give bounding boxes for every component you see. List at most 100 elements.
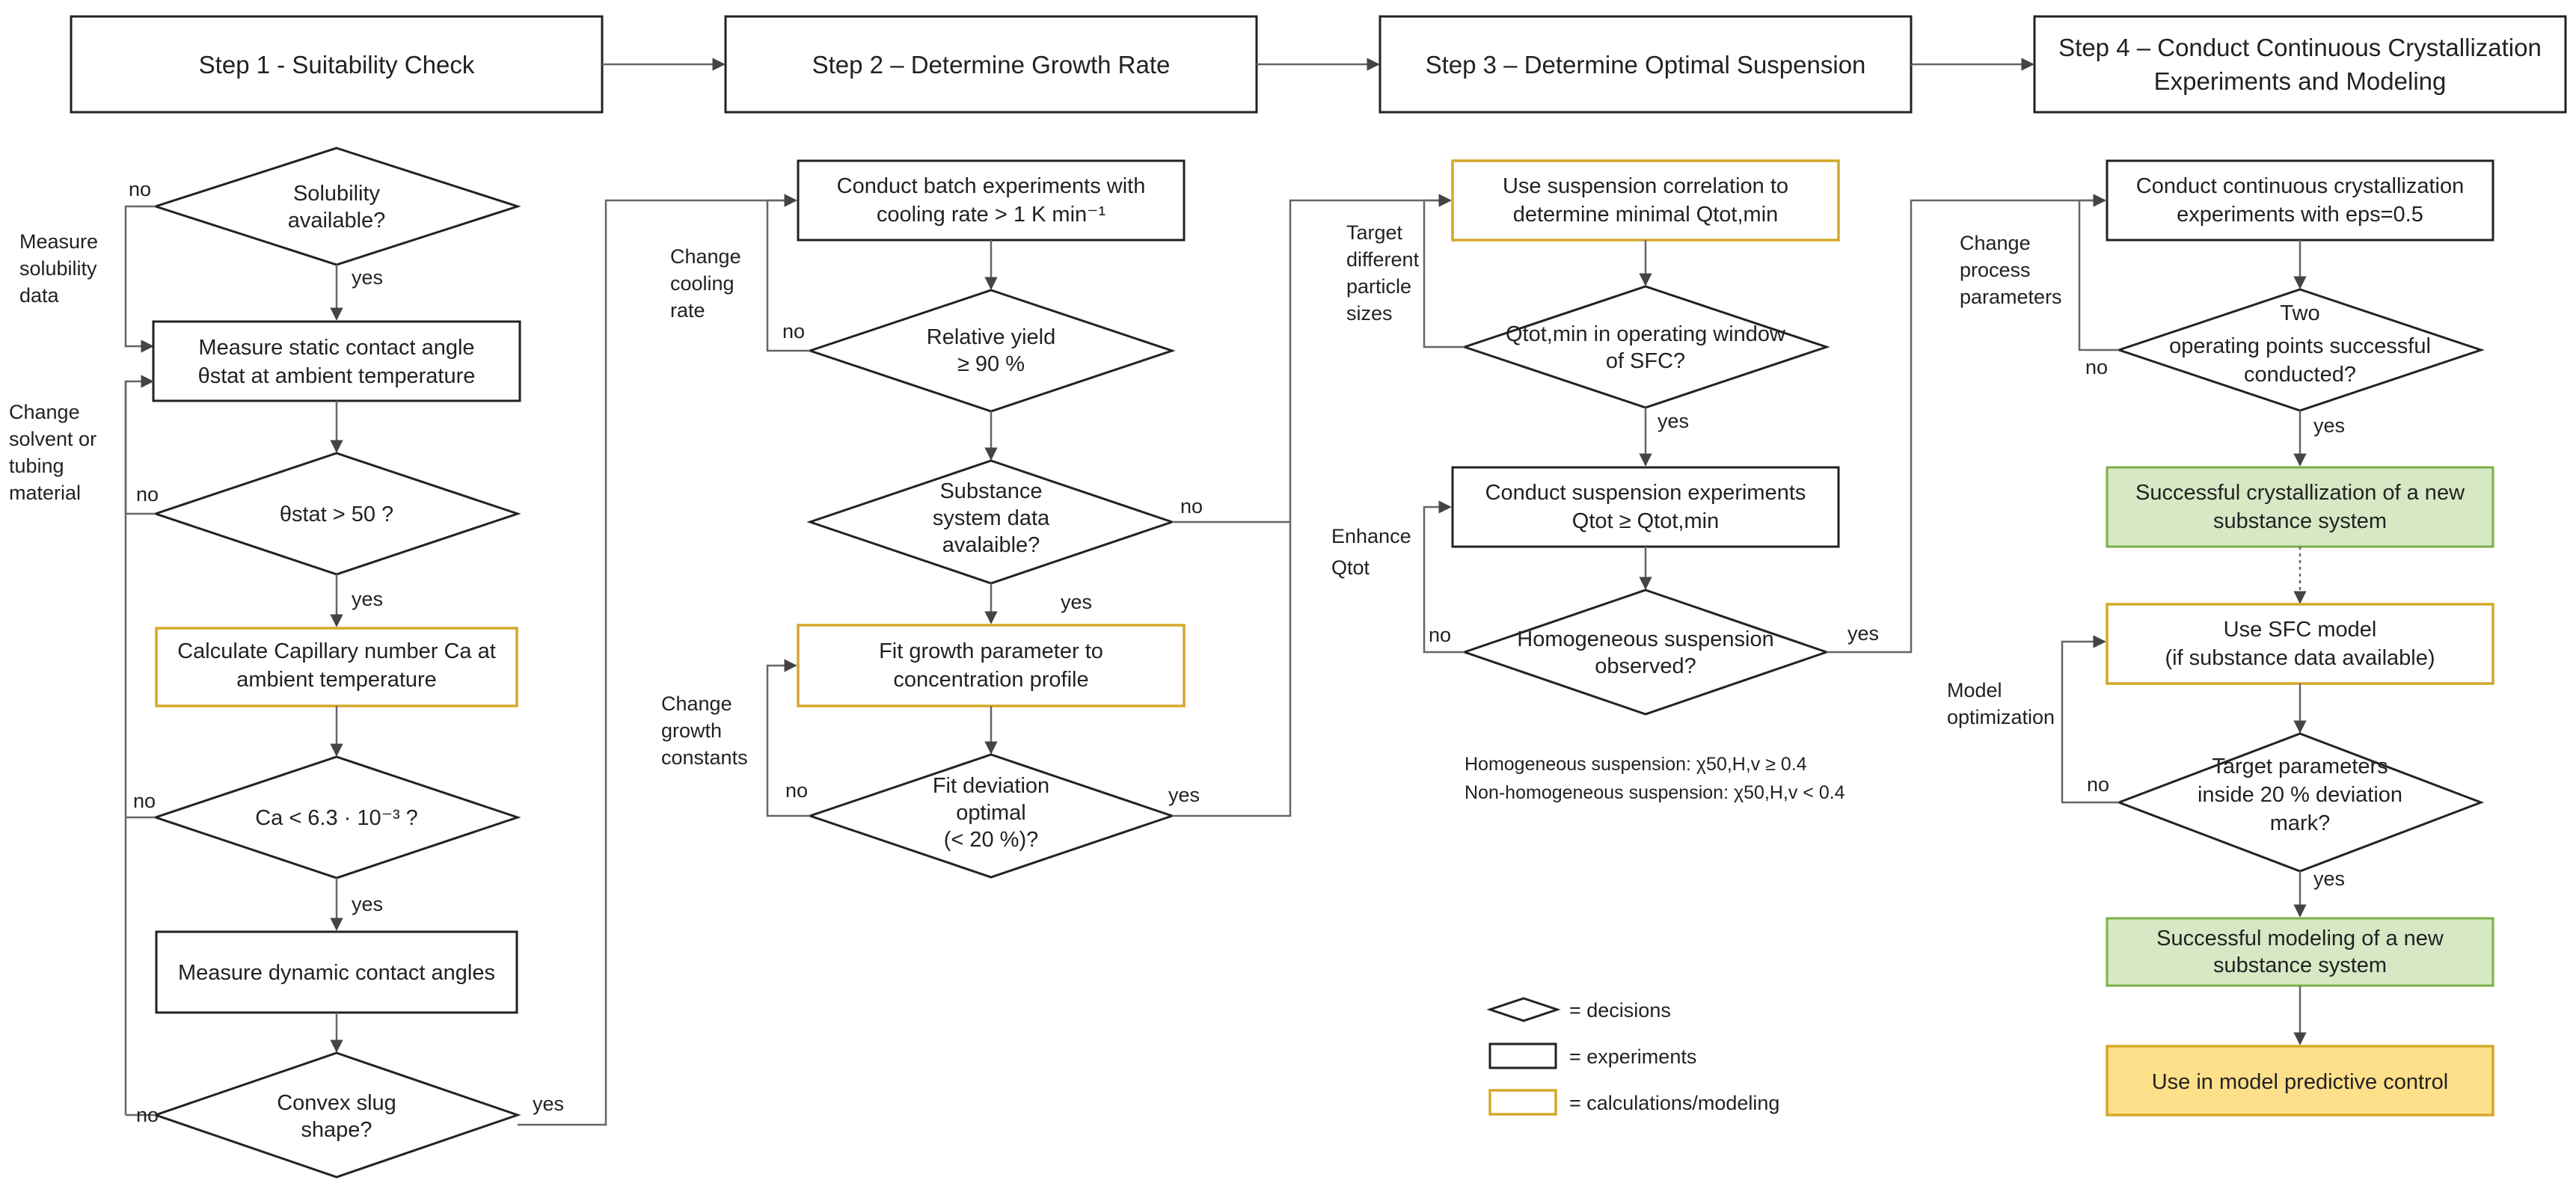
success-crystallization-line-2: substance system <box>2213 509 2387 533</box>
decision-deviation-line-3: (< 20 %)? <box>944 828 1039 852</box>
decision-deviation-line-2: optimal <box>956 801 1026 825</box>
step-4-title-line-1: Step 4 – Conduct Continuous Crystallizat… <box>2058 34 2542 61</box>
label-yes: yes <box>1061 591 1092 613</box>
experiment-dynamic: Measure dynamic contact angles <box>155 930 518 1014</box>
calculation-fit-growth-line-1: Fit growth parameter to <box>879 639 1103 663</box>
decision-convex-line-1: Convex slug <box>277 1091 396 1115</box>
note-change-cooling-line-3: rate <box>670 299 705 322</box>
label-no: no <box>2085 356 2108 378</box>
final-mpc-line-1: Use in model predictive control <box>2152 1070 2449 1094</box>
label-no: no <box>782 320 805 343</box>
legend-experiment-symbol <box>1488 1042 1557 1069</box>
arrow-substance-no <box>1172 194 1452 523</box>
label-yes: yes <box>2313 414 2345 437</box>
note-change-process-line-1: Change <box>1960 232 2031 254</box>
experiment-static-angle-line-1: Measure static contact angle <box>198 336 474 360</box>
decision-solubility: Solubility available? <box>152 147 521 266</box>
decision-target-line-3: mark? <box>2270 811 2331 835</box>
note-target-particle-line-1: Target <box>1346 221 1403 244</box>
experiment-batch: Conduct batch experiments with cooling r… <box>797 159 1186 242</box>
step-4-header: Step 4 – Conduct Continuous Crystallizat… <box>2033 15 2567 114</box>
label-yes: yes <box>1657 410 1689 432</box>
calculation-sfc-model: Use SFC model (if substance data availab… <box>2106 603 2494 685</box>
decision-yield: Relative yield ≥ 90 % <box>806 289 1176 413</box>
decision-substance-line-1: Substance <box>939 479 1042 503</box>
label-yes: yes <box>533 1093 564 1115</box>
experiment-batch-line-2: cooling rate > 1 K min⁻¹ <box>877 203 1106 227</box>
note-change-solvent-line-1: Change <box>9 401 80 423</box>
label-yes: yes <box>1847 622 1879 645</box>
note-model-optimization-line-1: Model <box>1947 679 2002 701</box>
label-no: no <box>129 178 151 200</box>
note-change-process: Change process parameters <box>1960 232 2062 308</box>
experiment-continuous-line-2: experiments with eps=0.5 <box>2177 203 2423 227</box>
experiment-batch-line-1: Conduct batch experiments with <box>837 174 1146 198</box>
decision-yield-line-1: Relative yield <box>927 325 1055 349</box>
decision-homogeneous-line-1: Homogeneous suspension <box>1517 627 1773 651</box>
step-4-title-line-2: Experiments and Modeling <box>2154 67 2447 95</box>
note-enhance-q-line-2: Qtot <box>1331 556 1370 579</box>
note-change-growth-line-2: growth <box>661 719 722 742</box>
decision-two-points-line-3: conducted? <box>2244 363 2356 387</box>
experiment-dynamic-line-1: Measure dynamic contact angles <box>178 961 495 985</box>
label-no: no <box>2087 773 2109 796</box>
arrow-target-no <box>2061 635 2119 804</box>
arrow-deviation-yes <box>1172 522 1292 817</box>
decision-substance-line-3: avalaible? <box>942 533 1040 557</box>
note-target-particle-line-4: sizes <box>1346 302 1393 325</box>
step-2-title: Step 2 – Determine Growth Rate <box>812 51 1171 79</box>
success-modeling-line-1: Successful modeling of a new <box>2156 927 2444 950</box>
success-modeling: Successful modeling of a new substance s… <box>2106 917 2494 987</box>
decision-deviation: Fit deviation optimal (< 20 %)? <box>806 753 1176 879</box>
note-change-solvent: Change solvent or tubing material <box>9 401 96 504</box>
experiment-static-angle: Measure static contact angle θstat at am… <box>152 320 521 402</box>
arrow-two-points-no <box>2078 194 2119 351</box>
note-model-optimization: Model optimization <box>1947 679 2055 728</box>
final-mpc: Use in model predictive control <box>2106 1045 2494 1116</box>
calculation-capillary-line-1: Calculate Capillary number Ca at <box>177 639 496 663</box>
arrow-solubility-no <box>124 205 156 353</box>
note-target-particle-line-2: different <box>1346 248 1420 271</box>
experiment-suspension-line-2: Qtot ≥ Qtot,min <box>1572 509 1719 533</box>
decision-two-points: Two operating points successful conducte… <box>2115 288 2485 412</box>
step-3-title: Step 3 – Determine Optimal Suspension <box>1426 51 1866 79</box>
legend-calculations-label: = calculations/modeling <box>1569 1092 1779 1114</box>
calculation-capillary: Calculate Capillary number Ca at ambient… <box>155 627 518 707</box>
calculation-suspension-correlation-line-1: Use suspension correlation to <box>1503 174 1788 198</box>
suspension-criteria-notes: Homogeneous suspension: χ50,H,v ≥ 0.4 No… <box>1465 754 1845 803</box>
calculation-fit-growth: Fit growth parameter to concentration pr… <box>797 624 1186 707</box>
decision-convex-line-2: shape? <box>301 1118 372 1142</box>
success-crystallization: Successful crystallization of a new subs… <box>2106 466 2494 548</box>
note-measure-solubility: Measure solubility data <box>19 230 98 307</box>
decision-window: Qtot,min in operating window of SFC? <box>1461 285 1830 409</box>
step-2-header: Step 2 – Determine Growth Rate <box>724 15 1258 114</box>
label-yes: yes <box>1168 784 1200 806</box>
label-yes: yes <box>2313 867 2345 890</box>
experiment-continuous: Conduct continuous crystallization exper… <box>2106 159 2494 242</box>
decision-theta-line-1: θstat > 50 ? <box>280 503 393 526</box>
note-change-solvent-line-2: solvent or <box>9 428 96 450</box>
arrow-homogeneous-no <box>1423 500 1465 654</box>
calculation-capillary-line-2: ambient temperature <box>236 668 437 692</box>
decision-substance: Substance system data avalaible? <box>806 459 1176 585</box>
label-no: no <box>785 779 808 802</box>
label-no: no <box>136 1104 159 1126</box>
note-target-particle: Target different particle sizes <box>1346 221 1420 325</box>
experiment-continuous-line-1: Conduct continuous crystallization <box>2136 174 2464 198</box>
step-3-header: Step 3 – Determine Optimal Suspension <box>1379 15 1913 114</box>
arrow-window-no <box>1423 194 1465 348</box>
experiment-suspension: Conduct suspension experiments Qtot ≥ Qt… <box>1451 466 1840 548</box>
decision-homogeneous: Homogeneous suspension observed? <box>1461 589 1830 716</box>
decision-target-line-1: Target parameters <box>2212 755 2388 778</box>
label-no: no <box>1429 624 1451 646</box>
label-yes: yes <box>352 266 383 289</box>
decision-target: Target parameters inside 20 % deviation … <box>2115 732 2485 873</box>
arrow-homogeneous-yes <box>1827 194 2106 654</box>
calculation-sfc-model-line-1: Use SFC model <box>2224 618 2377 642</box>
decision-deviation-line-1: Fit deviation <box>933 774 1049 798</box>
legend-calculation-symbol <box>1488 1089 1557 1116</box>
calculation-sfc-model-line-2: (if substance data available) <box>2165 646 2435 670</box>
decision-ca: Ca < 6.3 · 10⁻³ ? <box>152 755 521 879</box>
success-modeling-line-2: substance system <box>2213 953 2387 977</box>
